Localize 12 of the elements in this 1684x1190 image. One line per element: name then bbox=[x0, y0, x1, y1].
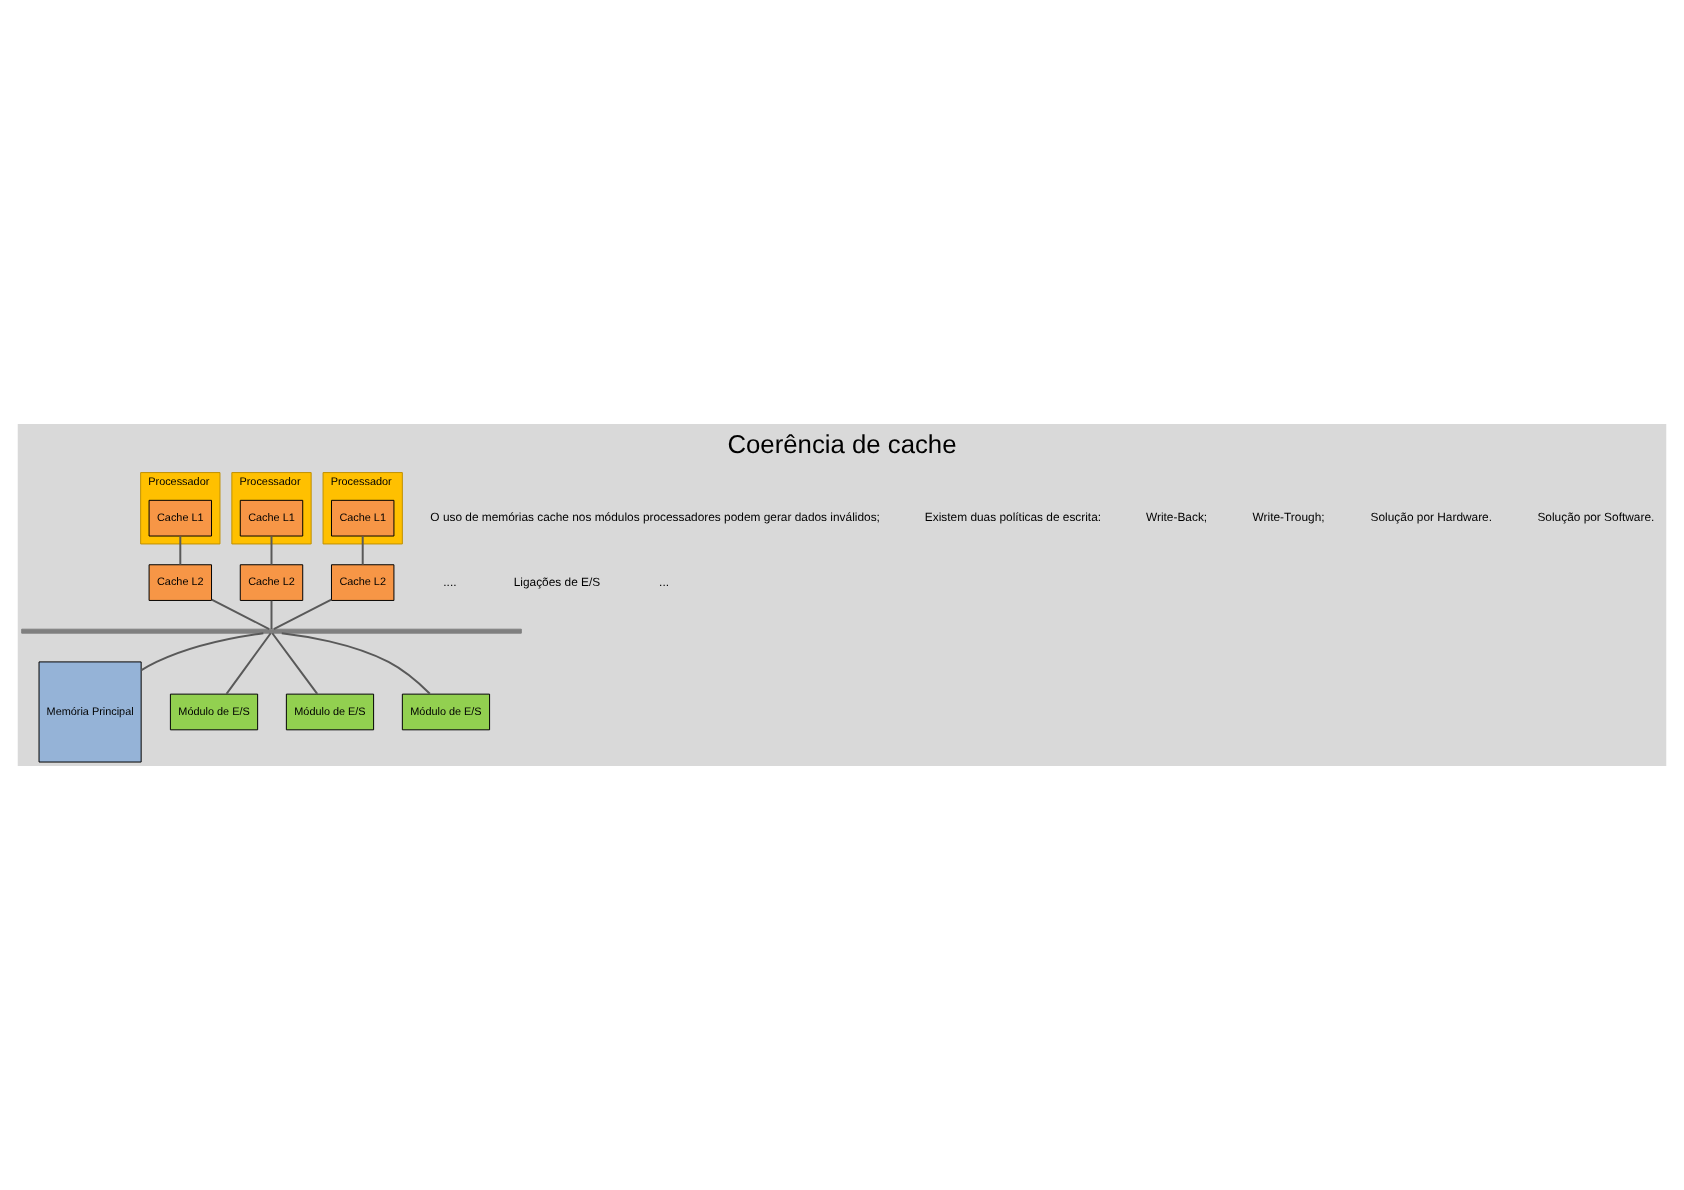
connector bbox=[270, 535, 273, 566]
connector bbox=[280, 632, 431, 695]
connector bbox=[270, 599, 273, 631]
connector bbox=[272, 598, 333, 630]
node-bar bbox=[21, 628, 522, 634]
connector bbox=[140, 632, 265, 672]
connector bbox=[210, 598, 271, 630]
diagram-title: Coerência de cache bbox=[727, 428, 957, 459]
connector bbox=[361, 535, 364, 566]
connector bbox=[271, 632, 319, 695]
connector bbox=[225, 632, 272, 695]
connector bbox=[179, 535, 182, 566]
